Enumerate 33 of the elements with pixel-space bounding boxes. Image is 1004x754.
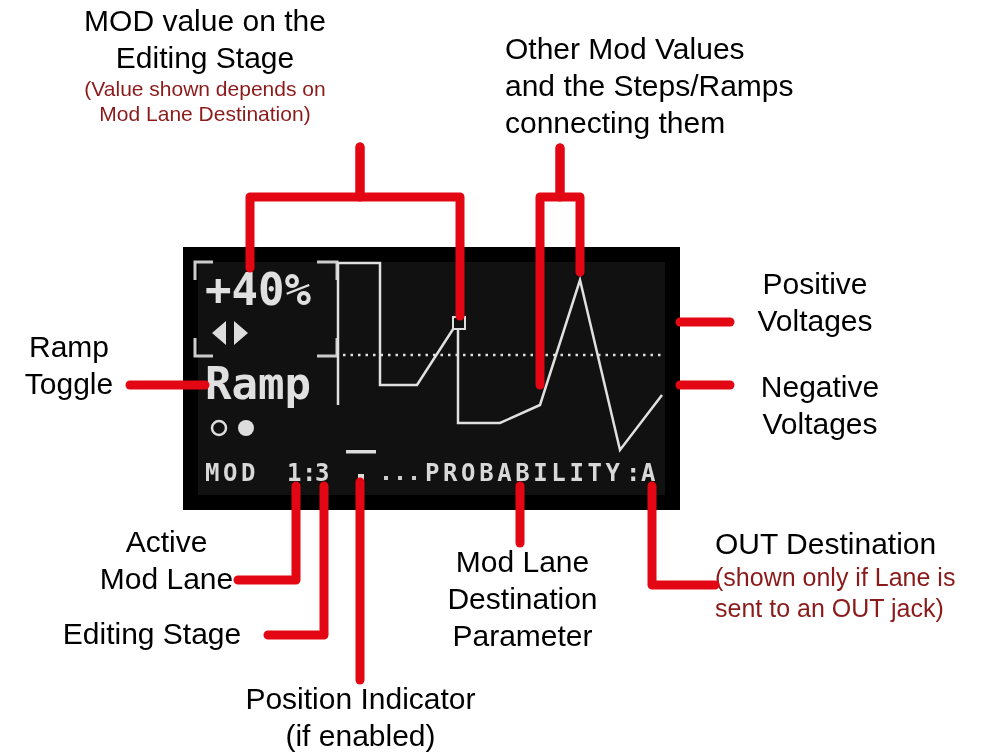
leader-line [355,142,465,321]
display-text: : [302,460,316,486]
display-text: MOD [205,460,261,486]
leader-line [233,481,301,585]
leader-line [675,380,735,390]
callout-label: OUT Destination [715,526,937,562]
display-readout: +40% [205,268,327,312]
leader-line [125,380,210,390]
callout-label: Negative Voltages [730,368,910,448]
callout-label: Position Indicator (if enabled) [238,680,483,754]
display-readout: Ramp [205,362,323,408]
position-indicator-icon [346,450,376,482]
callout-label: Ramp Toggle [8,328,130,408]
display-text: A [641,460,661,486]
callout-label: Mod Lane Destination Parameter [425,543,620,661]
callout-label: Editing Stage [36,615,268,655]
callout-note: (shown only if Lane is sent to an OUT jack) [715,562,957,624]
callout-label: Positive Voltages [730,265,900,345]
display-text: 1 [287,460,305,486]
leader-line [355,477,365,685]
leader-line [675,317,735,327]
display-screen [183,247,680,510]
leader-line [647,481,720,590]
leader-line [515,481,525,548]
callout-label: Active Mod Lane [95,523,238,603]
callout-note: (Value shown depends on Mod Lane Destination) [83,76,327,126]
leader-line [263,481,329,640]
display-text: PROBABILITY [425,460,625,486]
display-text: : [626,460,640,486]
display-text: 3 [315,460,333,486]
callout-label: MOD value on the Editing Stage [83,3,327,76]
leader-line [555,143,585,277]
callout-label: Other Mod Values and the Steps/Ramps connecting them [505,30,798,148]
